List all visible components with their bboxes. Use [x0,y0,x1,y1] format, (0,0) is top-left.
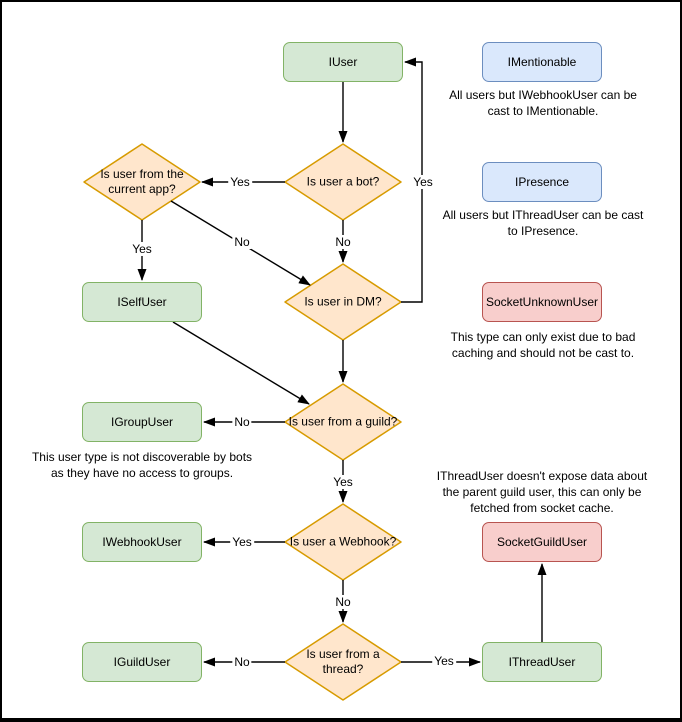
edge-label-guild-yes: Yes [331,475,355,489]
node-imentionable: IMentionable [482,42,602,82]
decision-is-webhook-label: Is user a Webhook? [289,534,397,549]
edge-selfuser-to-guild [172,321,310,405]
decision-from-thread-label: Is user from a thread? [306,647,380,676]
node-ithreaduser: IThreadUser [482,642,602,682]
edge-label-guild-no: No [232,415,252,429]
annotation-unknown-user: This type can only exist due to bad cach… [450,330,636,360]
annotation-presence: All users but IThreadUser can be cast to… [442,208,644,238]
edge-label-bot-no: No [333,235,353,249]
node-socketguilduser: SocketGuildUser [482,522,602,562]
edge-label-bot-yes: Yes [228,175,252,189]
edge-label-webhook-yes: Yes [230,535,254,549]
annotation-thread-user: IThreadUser doesn't expose data about th… [436,469,648,515]
node-iwebhookuser: IWebhookUser [82,522,202,562]
edge-label-dm-yes: Yes [411,175,435,189]
node-ipresence: IPresence [482,162,602,202]
edge-label-webhook-no: No [333,595,353,609]
edge-label-app-no: No [232,235,252,249]
annotation-group-user: This user type is not discoverable by bo… [31,450,253,480]
edge-label-app-yes: Yes [130,242,154,256]
decision-from-guild-label: Is user from a guild? [288,414,398,429]
annotation-mentionable: All users but IWebhookUser can be cast t… [449,88,637,118]
node-iuser: IUser [283,42,403,82]
node-iselfuser: ISelfUser [82,282,202,322]
decision-is-bot-label: Is user a bot? [306,174,380,189]
edge-label-thread-no: No [232,655,252,669]
edge-label-thread-yes: Yes [432,654,456,668]
node-socketunknownuser: SocketUnknownUser [482,282,602,322]
decision-in-dm-label: Is user in DM? [304,294,382,309]
decision-from-thread-shape [284,623,402,701]
node-igroupuser: IGroupUser [82,402,202,442]
decision-from-current-app-label: Is user from the current app? [100,167,184,196]
node-iguilduser: IGuildUser [82,642,202,682]
